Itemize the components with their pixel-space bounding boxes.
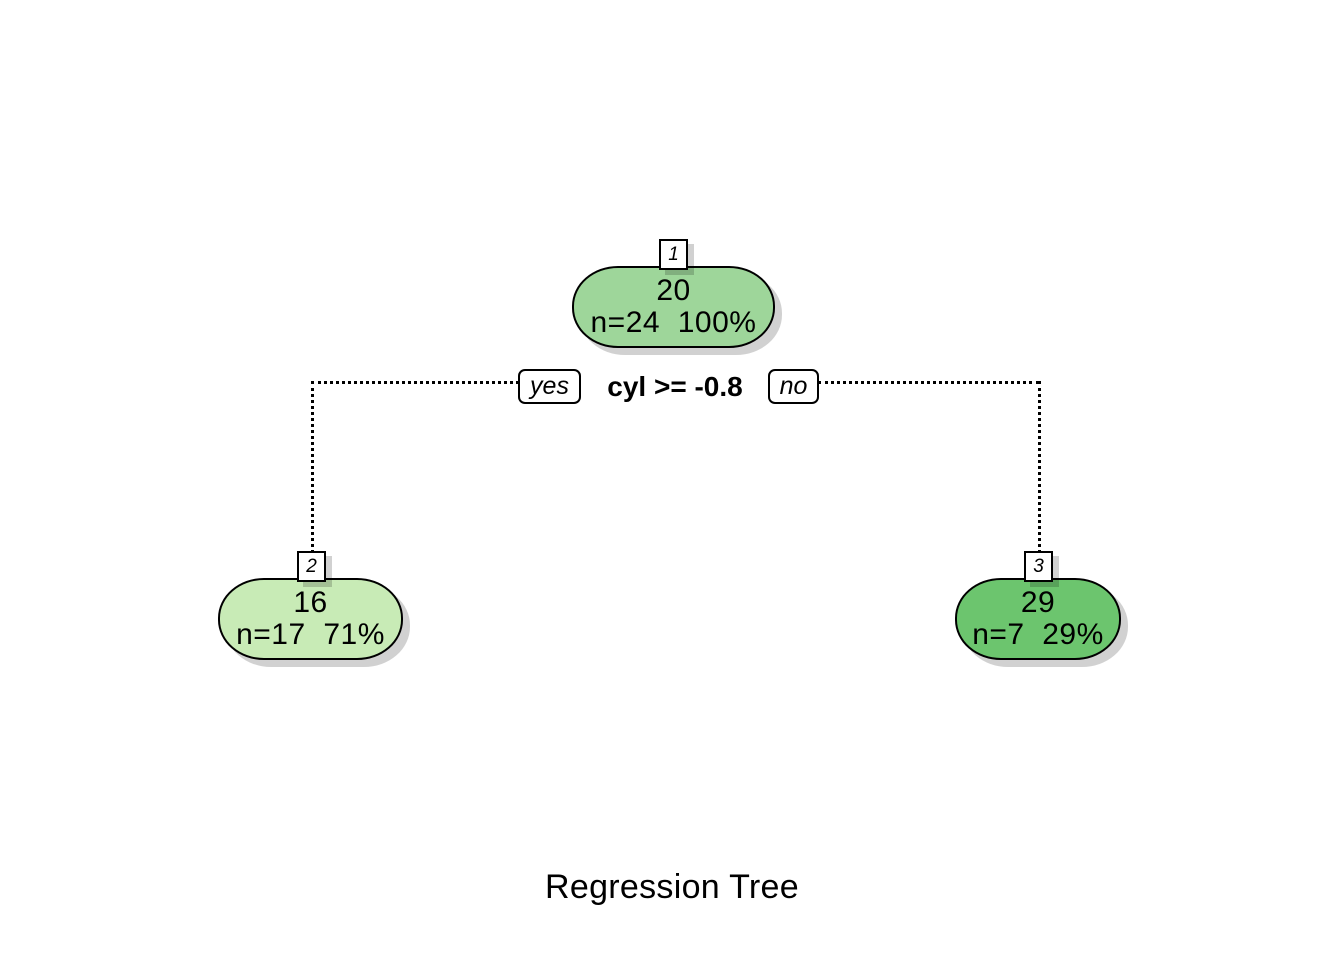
node-badge-1: 1 (659, 239, 688, 270)
branch-label-yes: yes (518, 369, 581, 404)
edge-root-to-no-horizontal (818, 381, 1039, 384)
node-3-stats: n=7 29% (972, 618, 1104, 652)
tree-node-2[interactable]: 16 n=17 71% (218, 578, 403, 660)
edge-root-to-yes-horizontal (311, 381, 519, 384)
split-condition-text: cyl >= -0.8 (607, 371, 743, 402)
branch-label-no: no (768, 369, 819, 404)
branch-label-no-text: no (779, 372, 808, 400)
node-badge-2-text: 2 (306, 555, 317, 577)
node-badge-3: 3 (1024, 551, 1053, 582)
split-condition-label: cyl >= -0.8 (592, 371, 758, 403)
edge-yes-vertical (311, 381, 314, 559)
node-1-value: 20 (656, 273, 691, 307)
node-1-stats: n=24 100% (590, 306, 757, 340)
node-3-value: 29 (1020, 585, 1056, 619)
tree-node-1[interactable]: 20 n=24 100% (572, 266, 775, 348)
node-2-stats: n=17 71% (236, 618, 385, 652)
node-badge-3-text: 3 (1033, 555, 1044, 577)
branch-label-yes-text: yes (530, 372, 569, 400)
node-badge-2: 2 (297, 551, 326, 582)
node-badge-1-text: 1 (668, 243, 679, 265)
tree-node-3[interactable]: 29 n=7 29% (955, 578, 1121, 660)
edge-no-vertical (1038, 381, 1041, 559)
page-title: Regression Tree (545, 868, 799, 906)
node-2-value: 16 (293, 585, 328, 619)
